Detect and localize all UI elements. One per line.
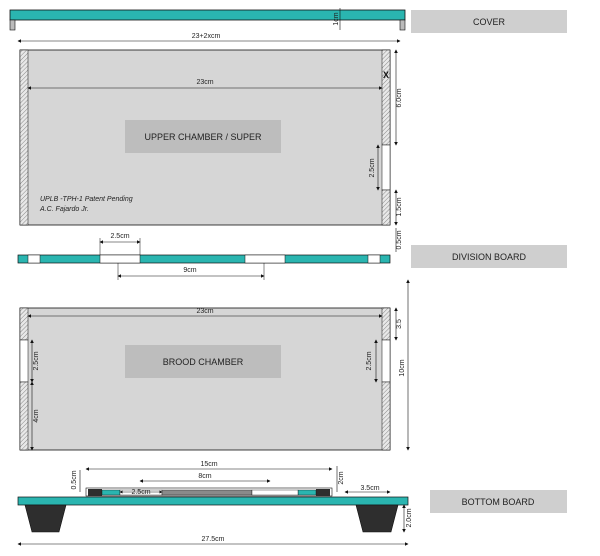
bottom-35cm-dim: 3.5cm [360, 485, 379, 492]
brood-chamber-section: 23cm BROOD CHAMBER 2.5cm 4cm 2.5cm 3.5 1… [19, 279, 410, 451]
bottom-left-teal-strip [101, 489, 121, 496]
upper-left-wall [19, 49, 29, 226]
division-05cm-dim: 0.5cm [396, 230, 403, 249]
brood-23cm-dim: 23cm [196, 308, 213, 315]
division-25cm-dim: 2.5cm [110, 233, 129, 240]
upper-chamber-section: 23cm X UPPER CHAMBER / SUPER 2.5cm 6.0cm… [19, 49, 403, 226]
bottom-right-teal-strip [297, 489, 317, 496]
brood-left-entrance [19, 339, 29, 383]
patent-note-line1: UPLB -TPH-1 Patent Pending [40, 196, 133, 203]
division-gap-3 [244, 254, 286, 264]
bottom-label: BOTTOM BOARD [462, 497, 535, 507]
division-gap-2 [99, 254, 141, 264]
division-9cm-dim: 9cm [183, 267, 196, 274]
brood-chamber-label: BROOD CHAMBER [163, 357, 244, 367]
brood-left-wall-top [19, 307, 29, 341]
brood-10cm-dim: 10cm [399, 359, 406, 376]
upper-chamber-label: UPPER CHAMBER / SUPER [144, 132, 262, 142]
upper-right-entrance [381, 144, 391, 191]
brood-label-box [125, 345, 281, 378]
cover-section: 1cm COVER [9, 8, 567, 33]
upper-label-box [125, 120, 281, 153]
cover-label-box [411, 10, 567, 33]
overall-width-dim: 23+2xcm [192, 33, 221, 40]
division-gap-1 [27, 254, 41, 264]
upper-15cm-dim: 1.5cm [396, 197, 403, 216]
upper-x-mark: X [383, 70, 389, 80]
brood-4cm-dim: 4cm [33, 409, 40, 422]
brood-right-entrance [381, 339, 391, 383]
brood-right-25cm-dim: 2.5cm [366, 351, 373, 370]
bottom-board-section: 15cm 8cm 0.5cm 2cm 2.5cm 3.5cm 2.0cm 27.… [17, 461, 567, 546]
bottom-8cm-dim: 8cm [198, 473, 211, 480]
division-label-box [411, 245, 567, 268]
upper-6cm-dim: 6.0cm [396, 88, 403, 107]
patent-note-line2: A.C. Fajardo Jr. [39, 206, 89, 213]
division-board [17, 254, 391, 264]
bottom-board [17, 496, 409, 506]
cover-left-rim [9, 19, 16, 31]
upper-23cm-dim: 23cm [196, 79, 213, 86]
brood-left-25cm-dim: 2.5cm [33, 351, 40, 370]
cover-right-rim [399, 19, 406, 31]
bottom-05cm-dim: 0.5cm [71, 470, 78, 489]
bottom-mesh-right [251, 489, 299, 496]
bottom-label-box [430, 490, 567, 513]
division-label: DIVISION BOARD [452, 252, 527, 262]
division-gap-4 [367, 254, 381, 264]
bottom-20cm-dim: 2.0cm [406, 508, 413, 527]
bottom-right-block [316, 489, 330, 496]
brood-left-wall-bottom [19, 381, 29, 451]
brood-right-wall-bottom [381, 381, 391, 451]
cover-label: COVER [473, 17, 506, 27]
bottom-mesh-center [161, 489, 253, 496]
bottom-left-leg [24, 504, 67, 533]
bottom-275cm-dim: 27.5cm [202, 536, 225, 543]
division-board-section: 0.5cm 2.5cm 9cm DIVISION BOARD [17, 228, 567, 280]
upper-right-wall-top [381, 49, 391, 146]
bottom-right-leg [355, 504, 399, 533]
cover-board [9, 9, 406, 21]
upper-25cm-dim: 2.5cm [369, 158, 376, 177]
brood-right-wall-top [381, 307, 391, 341]
bottom-2cm-dim: 2cm [338, 471, 345, 484]
upper-right-wall-bottom [381, 189, 391, 226]
bottom-left-block [88, 489, 102, 496]
brood-chamber-body [19, 307, 391, 451]
cover-1cm-dim: 1cm [333, 12, 340, 25]
brood-35-dim: 3.5 [396, 319, 403, 329]
bottom-25cm-dim: 2.5cm [131, 489, 150, 496]
bottom-15cm-dim: 15cm [200, 461, 217, 468]
